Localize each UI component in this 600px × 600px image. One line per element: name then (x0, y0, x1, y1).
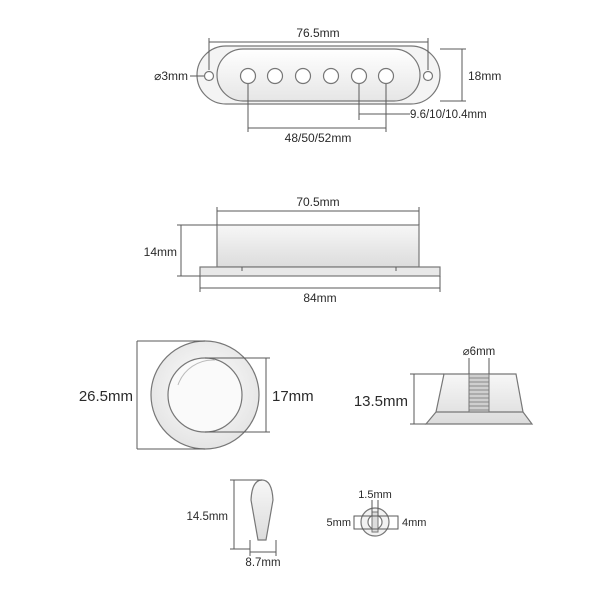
pole-spacing-label: 48/50/52mm (285, 131, 352, 145)
small-tip-dim-box (353, 515, 399, 530)
side-base-width-label: 84mm (303, 291, 336, 305)
knob-height-label: 13.5mm (354, 393, 408, 410)
small-tip-top-label: 1.5mm (358, 489, 392, 501)
pole-piece (350, 67, 368, 85)
hole-diameter-label: ⌀3mm (154, 69, 188, 83)
pole-piece (239, 67, 257, 85)
knob-highlight (177, 359, 216, 386)
pole-piece (322, 67, 340, 85)
mount-hole-left (203, 70, 215, 82)
pickup-height-label: 18mm (468, 69, 501, 83)
knob-top-view: 26.5mm 17mm (79, 340, 314, 450)
switch-tip-body (250, 479, 274, 541)
pickup-top-view: 76.5mm 18mm ⌀3mm 48/50/52mm 9.6/10/10.4m… (154, 26, 501, 145)
pole-piece (294, 67, 312, 85)
small-tip-left-label: 5mm (327, 517, 351, 529)
pole-pieces (239, 67, 395, 85)
pole-piece (377, 67, 395, 85)
pole-piece (266, 67, 284, 85)
knob-outer-label: 26.5mm (79, 388, 133, 405)
knob-inner-circle (167, 357, 243, 433)
knob-hole-label: ⌀6mm (463, 346, 495, 358)
small-tip-right-label: 4mm (402, 517, 426, 529)
pickup-width-label: 76.5mm (296, 26, 339, 40)
switch-tip: 14.5mm 8.7mm (186, 479, 281, 569)
pickup-side-cover (216, 224, 420, 268)
mount-hole-right (422, 70, 434, 82)
side-height-label: 14mm (144, 245, 177, 259)
knob-shaft-hole (468, 373, 490, 413)
tip-width-label: 8.7mm (245, 557, 280, 569)
pole-height-label: 9.6/10/10.4mm (410, 109, 487, 121)
pickup-side-view: 70.5mm 14mm 84mm (144, 195, 441, 305)
pickup-side-base (199, 266, 441, 277)
side-top-width-label: 70.5mm (296, 195, 339, 209)
tip-height-label: 14.5mm (186, 511, 228, 523)
small-tip-slot (371, 511, 379, 533)
small-tip: 1.5mm 5mm 4mm (327, 489, 426, 537)
knob-side-view: ⌀6mm 13.5mm (354, 346, 534, 425)
pickup-cover (216, 48, 421, 102)
knob-inner-label: 17mm (272, 388, 314, 405)
